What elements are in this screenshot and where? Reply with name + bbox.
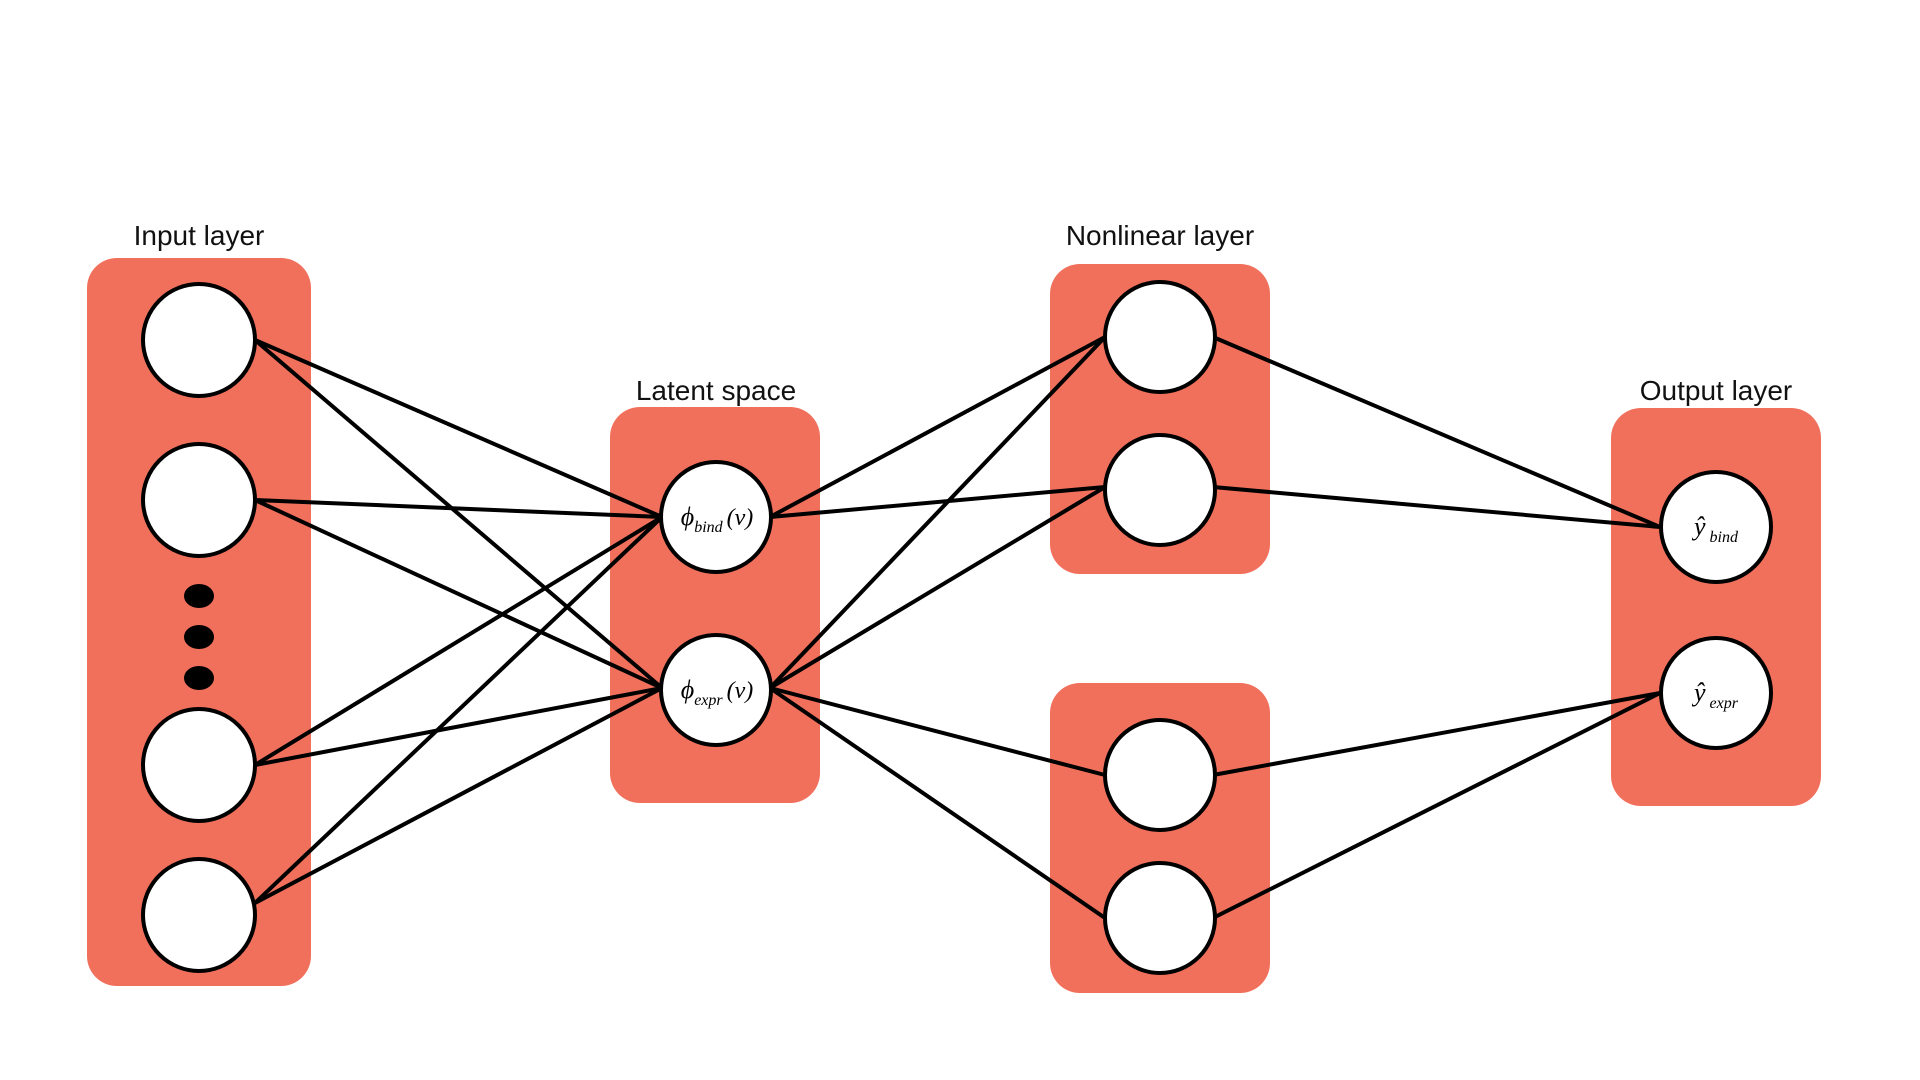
input-layer-box: [87, 258, 311, 986]
edges-nonlinear-to-output: [1212, 335, 1661, 920]
edges-latent-to-nonlinear: [768, 335, 1107, 920]
ellipsis-dot: [184, 666, 214, 690]
nonlinear-layer-title: Nonlinear layer: [1066, 220, 1254, 251]
latent-subscript-expr: expr: [694, 692, 723, 709]
nonlinear-node: [1103, 861, 1217, 975]
phi-symbol: ϕ: [681, 502, 694, 531]
nonlinear-node: [1103, 718, 1217, 832]
edge: [253, 515, 664, 767]
edge: [254, 498, 663, 519]
edge: [254, 498, 663, 690]
edge: [253, 338, 664, 690]
edge: [768, 485, 1107, 690]
latent-node-expr: ϕexpr(v): [659, 633, 773, 747]
phi-symbol: ϕ: [681, 675, 694, 704]
nonlinear-node: [1103, 280, 1217, 394]
svg-text:ϕexpr(v): ϕexpr(v): [681, 675, 754, 709]
output-layer-title: Output layer: [1640, 375, 1793, 406]
edge: [254, 686, 663, 905]
output-node-circle: [1659, 636, 1773, 750]
latent-argument: (v): [727, 678, 754, 704]
edge: [253, 515, 664, 905]
edge: [769, 335, 1106, 519]
output-node-circle: [1659, 470, 1773, 584]
latent-layer-title: Latent space: [636, 375, 796, 406]
input-ellipsis-dots: [184, 584, 214, 690]
latent-argument: (v): [727, 505, 754, 531]
input-node: [141, 282, 257, 398]
input-node: [141, 707, 257, 823]
input-layer-title: Input layer: [134, 220, 265, 251]
latent-node-circle: [659, 633, 773, 747]
latent-subscript-bind: bind: [694, 519, 723, 536]
edge: [1212, 485, 1661, 529]
edge: [769, 485, 1106, 519]
ellipsis-dot: [184, 584, 214, 608]
edge: [1212, 335, 1661, 529]
input-node: [141, 442, 257, 558]
y-hat-symbol: ŷ: [1691, 678, 1706, 707]
svg-text:ϕbind(v): ϕbind(v): [681, 502, 754, 536]
edge: [1212, 691, 1661, 920]
latent-node-circle: [659, 460, 773, 574]
output-subscript-bind: bind: [1710, 529, 1739, 546]
y-hat-symbol: ŷ: [1691, 512, 1706, 541]
edge: [768, 686, 1107, 920]
output-subscript-expr: expr: [1710, 695, 1739, 712]
ellipsis-dot: [184, 625, 214, 649]
edge: [769, 686, 1106, 777]
edges-input-to-latent: [253, 338, 664, 905]
edge: [254, 686, 663, 767]
edge: [1212, 691, 1661, 777]
latent-node-bind: ϕbind(v): [659, 460, 773, 574]
edge: [254, 338, 663, 519]
nonlinear-node: [1103, 433, 1217, 547]
edge: [768, 335, 1107, 690]
input-node: [141, 857, 257, 973]
